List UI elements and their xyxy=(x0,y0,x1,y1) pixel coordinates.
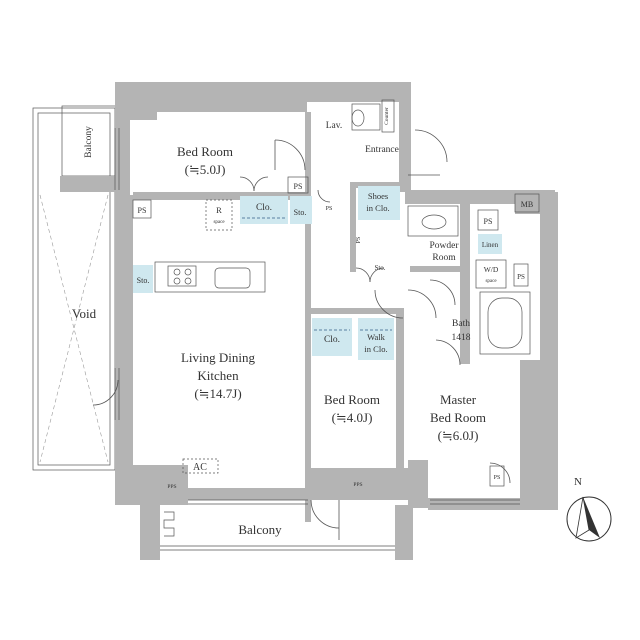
void-label: Void xyxy=(72,306,97,321)
doors xyxy=(92,129,511,540)
west-balcony-label: Balcony xyxy=(84,126,94,158)
shoes-line2: in Clo. xyxy=(366,203,389,213)
shoes-line1: Shoes xyxy=(368,191,388,201)
ps7-label: PS xyxy=(326,206,333,212)
balcony-labels: Balcony Balcony xyxy=(84,126,282,537)
storage-labels: Clo. Clo. Sto. Sto. Sto. Shoes in Clo. W… xyxy=(137,107,499,354)
clo1-label: Clo. xyxy=(256,203,272,213)
master-line2: Bed Room xyxy=(430,410,486,425)
powder-line2: Room xyxy=(432,253,456,263)
walk-line1: Walk xyxy=(367,332,385,342)
bedroom2-size: (≒4.0J) xyxy=(332,410,373,425)
ldk-size: (≒14.7J) xyxy=(194,386,241,401)
shaft-labels: PS PS PS PS PS PS PS MB PPS PPS AC xyxy=(138,182,534,490)
room-labels: Bed Room (≒5.0J) Living Dining Kitchen (… xyxy=(72,121,486,443)
bath-line2: 1418 xyxy=(452,333,471,343)
pps1-label: PPS xyxy=(167,484,176,490)
wd-line2: space xyxy=(485,279,497,284)
south-balcony-label: Balcony xyxy=(238,522,282,537)
south-balcony-frame xyxy=(160,499,395,551)
sto1-label: Sto. xyxy=(294,208,307,217)
ps3-label: PS xyxy=(484,217,493,226)
ldk-line2: Kitchen xyxy=(197,368,239,383)
counter-label: Counter xyxy=(384,107,390,125)
mb-label: MB xyxy=(521,200,533,209)
linen-label: Linen xyxy=(482,241,499,249)
ps4-label: PS xyxy=(517,273,525,281)
entrance-label: Entrance xyxy=(365,145,399,155)
walk-line2: in Clo. xyxy=(364,344,387,354)
pps2-label: PPS xyxy=(353,482,362,488)
walls xyxy=(60,82,558,560)
compass-ring xyxy=(566,496,612,542)
ps1-label: PS xyxy=(138,206,147,215)
ps6-label: PS xyxy=(356,237,362,244)
bath-line1: Bath xyxy=(452,319,470,329)
master-size: (≒6.0J) xyxy=(438,428,479,443)
r-line2: space xyxy=(213,220,225,225)
powder-line1: Powder xyxy=(429,241,459,251)
windows xyxy=(114,128,520,505)
north-label: N xyxy=(574,476,582,488)
ps5-label: PS xyxy=(494,475,501,481)
closets xyxy=(133,186,502,360)
ac-label: AC xyxy=(193,462,207,473)
r-line1: R xyxy=(216,205,222,215)
bedroom2-name: Bed Room xyxy=(324,392,380,407)
fixtures xyxy=(154,99,531,474)
shafts xyxy=(132,176,540,487)
ps2-label: PS xyxy=(294,182,303,191)
clo2-label: Clo. xyxy=(324,335,340,345)
sto2-label: Sto. xyxy=(137,276,150,285)
bedroom1-size: (≒5.0J) xyxy=(185,162,226,177)
bedroom1-name: Bed Room xyxy=(177,144,233,159)
ldk-line1: Living Dining xyxy=(181,350,256,365)
lav-label: Lav. xyxy=(326,121,343,131)
wd-line1: W/D xyxy=(484,265,499,274)
north-compass: N xyxy=(566,476,612,542)
west-balcony-frame xyxy=(32,105,121,471)
sto3-label: Sto. xyxy=(374,264,385,272)
north-arrow-icon xyxy=(583,497,600,538)
master-line1: Master xyxy=(440,392,477,407)
